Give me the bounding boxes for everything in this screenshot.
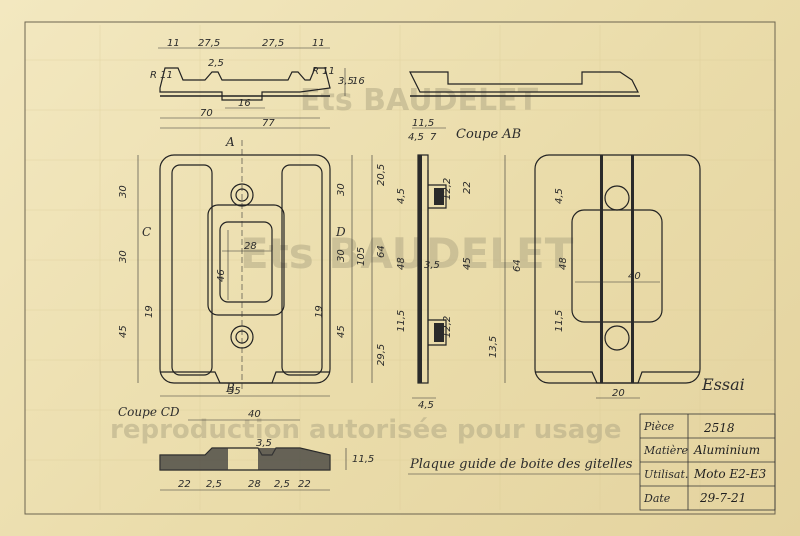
grid-lines <box>25 25 775 510</box>
title-block-piece-value: 2518 <box>703 421 735 435</box>
title-block-date-value: 29-7-21 <box>699 491 746 505</box>
dim-top-2: 27,5 <box>198 38 220 49</box>
dim-cd-3: 2,5 <box>206 479 222 490</box>
dim-right-r5: 11,5 <box>554 310 565 332</box>
right-hatching <box>600 155 634 383</box>
title-block-utilisation-value: Moto E2-E3 <box>693 467 767 481</box>
dim-side-a3: 4,5 <box>396 188 407 204</box>
dim-top-9: 16 <box>352 76 365 87</box>
sheet-border <box>24 21 776 515</box>
dim-top-11: R 11 <box>312 66 335 77</box>
dim-front-h2: 30 <box>118 250 129 263</box>
dim-right-r4: 4,5 <box>554 188 565 204</box>
dim-right-r6: 20 <box>612 388 625 399</box>
mark-c: C <box>142 225 151 239</box>
dim-top-7: 77 <box>262 118 275 129</box>
coupe-cd-dim-lines <box>160 419 347 491</box>
dim-side-a1: 22 <box>462 181 473 194</box>
dim-side-a7: 11,5 <box>396 310 407 332</box>
front-dim-lines <box>137 140 373 397</box>
dim-top-8: 3,5 <box>338 76 354 87</box>
dim-top-3: 27,5 <box>262 38 284 49</box>
watermark-middle: Ets BAUDELET <box>240 229 574 278</box>
dim-front-s3: 64 <box>376 245 387 258</box>
dim-front-v3: 45 <box>336 325 347 338</box>
side-profile-view <box>409 71 640 97</box>
dim-front-s1: 19 <box>144 305 155 318</box>
dim-front-w2: 46 <box>216 269 227 282</box>
coupe-cd-hatching <box>160 448 330 470</box>
dim-front-v1: 30 <box>336 183 347 196</box>
dim-top-6: 70 <box>200 108 213 119</box>
dim-right-r2: 40 <box>628 271 641 282</box>
dim-front-v4: 105 <box>356 247 367 266</box>
title-block-matiere-label: Matière <box>643 444 689 457</box>
dim-side-a8: 12,2 <box>442 316 453 338</box>
watermark-top: Ets BAUDELET <box>300 83 539 118</box>
top-dim-lines <box>158 47 346 129</box>
dim-side-a4: 3,5 <box>424 260 440 271</box>
dim-front-h3: 45 <box>118 325 129 338</box>
dim-cd-8: 3,5 <box>256 438 272 449</box>
title-block-matiere-value: Aluminium <box>693 443 760 457</box>
title-block <box>639 413 776 511</box>
dim-side-a6: 45 <box>462 257 473 270</box>
dim-cd-6: 22 <box>298 479 311 490</box>
dim-cd-2: 22 <box>178 479 191 490</box>
mark-a: A <box>225 135 235 149</box>
mark-b: B <box>225 381 235 395</box>
dim-right-r1: 48 <box>558 257 569 270</box>
mark-d: D <box>335 225 346 239</box>
coupe-ab-label: Coupe AB <box>456 127 521 142</box>
dim-side-a10: 4,5 <box>418 400 434 411</box>
dim-side-t1: 11,5 <box>412 118 434 129</box>
title-block-date-label: Date <box>643 492 671 505</box>
dim-side-a9: 13,5 <box>488 336 499 358</box>
top-profile-view <box>159 67 331 101</box>
dim-front-w55: 55 <box>228 386 241 397</box>
part-caption: Plaque guide de boite des gitelles <box>409 457 633 472</box>
side-dim-lines <box>412 127 506 399</box>
dim-side-t2: 4,5 <box>408 132 424 143</box>
dim-front-s2: 19 <box>314 305 325 318</box>
dim-cd-1: 40 <box>248 409 261 420</box>
dim-front-w1: 28 <box>244 241 257 252</box>
dim-front-s5: 20,5 <box>376 164 387 186</box>
title-block-utilisation-label: Utilisat. <box>644 468 688 481</box>
dim-side-t3: 7 <box>430 132 437 143</box>
dim-front-v2: 30 <box>336 249 347 262</box>
dim-side-a2: 12,2 <box>442 178 453 200</box>
coupe-cd-label: Coupe CD <box>118 405 180 419</box>
side-hatching <box>418 155 444 383</box>
dim-front-h1: 30 <box>118 185 129 198</box>
corner-stamp: Essai <box>701 375 745 394</box>
dim-top-12: 2,5 <box>208 58 224 69</box>
dim-cd-5: 2,5 <box>274 479 290 490</box>
dim-top-1: 11 <box>167 38 180 49</box>
dim-top-4: 11 <box>312 38 325 49</box>
dim-top-10: R 11 <box>150 70 173 81</box>
dim-front-s4: 29,5 <box>376 344 387 366</box>
dim-cd-7: 11,5 <box>352 454 374 465</box>
watermark-bottom: reproduction autorisée pour usage <box>110 415 622 445</box>
dim-side-a5: 48 <box>396 257 407 270</box>
dim-cd-4: 28 <box>248 479 261 490</box>
right-dim-lines <box>575 281 660 399</box>
dim-top-5: 16 <box>238 98 251 109</box>
front-view <box>159 154 331 384</box>
title-block-piece-label: Pièce <box>643 420 675 433</box>
dim-right-r3: 64 <box>512 259 523 272</box>
